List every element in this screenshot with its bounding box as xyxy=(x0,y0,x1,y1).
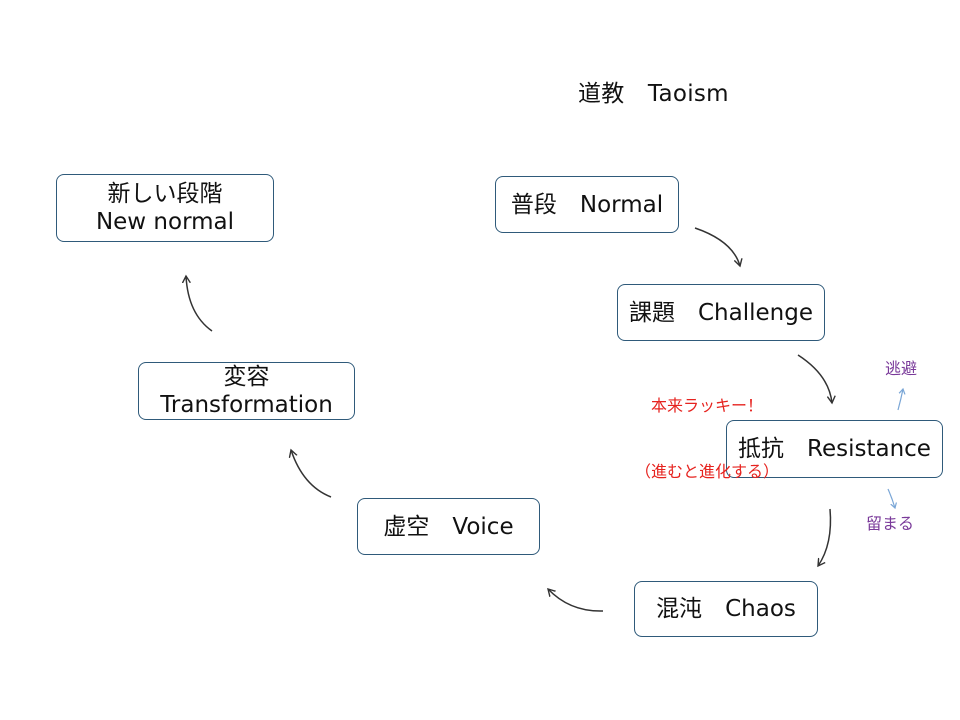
node-resistance-label: 抵抗 Resistance xyxy=(738,436,931,462)
node-new-normal-label-ja: 新しい段階 xyxy=(107,181,223,207)
diagram-title: 道教 Taoism xyxy=(578,81,729,107)
node-voice-label: 虚空 Voice xyxy=(383,513,514,540)
lucky-note: 本来ラッキー！ （進むと進化する） xyxy=(622,351,792,505)
node-chaos-label: 混沌 Chaos xyxy=(656,596,796,622)
node-new-normal: 新しい段階 New normal xyxy=(56,174,274,242)
lucky-note-line1: 本来ラッキー！ xyxy=(650,396,763,415)
arrow-transformation-to-new-normal xyxy=(186,276,213,332)
node-voice: 虚空 Voice xyxy=(357,498,540,555)
stay-note: 留まる xyxy=(866,514,915,533)
arrow-resistance-to-chaos xyxy=(818,508,832,566)
node-chaos: 混沌 Chaos xyxy=(634,581,818,637)
escape-note: 逃避 xyxy=(885,359,918,378)
node-normal-label: 普段 Normal xyxy=(510,191,664,218)
lucky-note-line2: （進むと進化する） xyxy=(634,462,779,481)
arrow-chaos-to-voice xyxy=(548,589,604,612)
node-resistance: 抵抗 Resistance xyxy=(726,420,943,478)
arrow-resistance-to-escape xyxy=(897,389,903,411)
node-challenge-label: 課題 Challenge xyxy=(629,299,813,326)
node-transformation: 変容 Transformation xyxy=(138,362,355,420)
arrow-normal-to-challenge xyxy=(694,227,740,266)
node-new-normal-label-en: New normal xyxy=(95,209,235,235)
node-transformation-label-en: Transformation xyxy=(160,392,333,418)
arrow-voice-to-transformation xyxy=(291,450,332,498)
node-transformation-label-ja: 変容 xyxy=(223,364,270,390)
node-challenge: 課題 Challenge xyxy=(617,284,825,341)
arrow-resistance-to-stay xyxy=(887,488,895,508)
arrow-challenge-to-resistance xyxy=(797,354,832,403)
node-normal: 普段 Normal xyxy=(495,176,679,233)
